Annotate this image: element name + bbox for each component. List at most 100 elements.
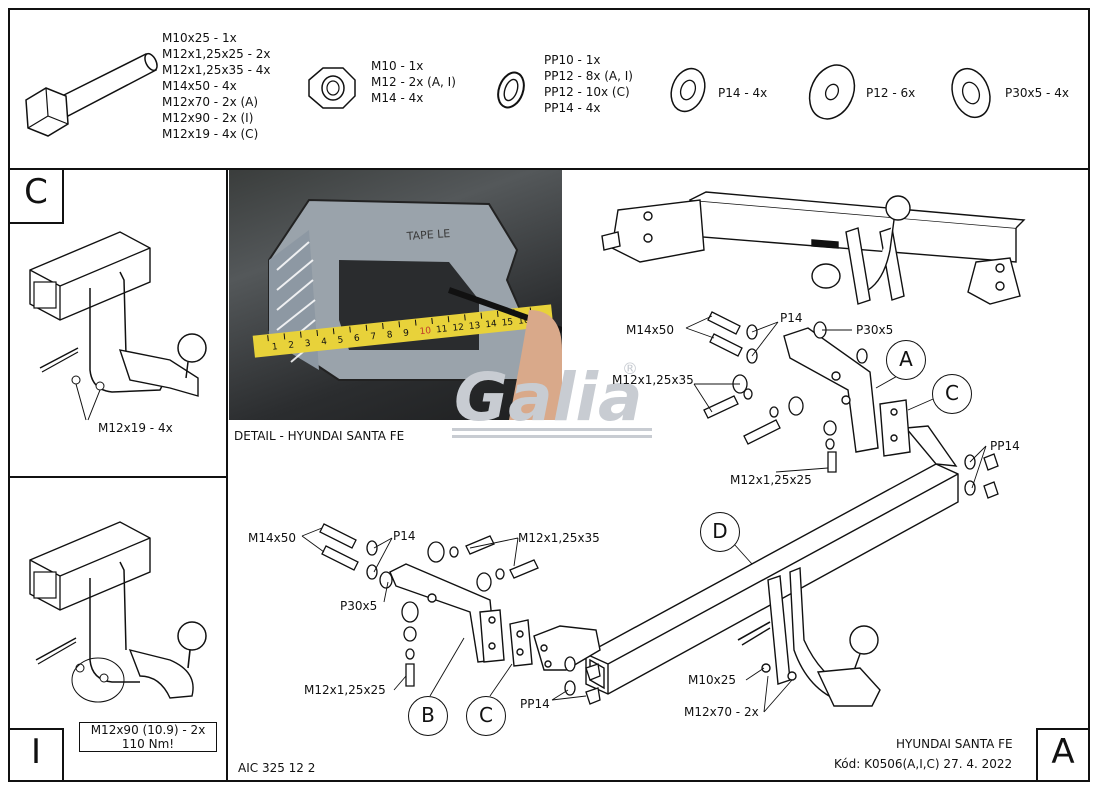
ruler-tick-label: 13: [468, 321, 480, 332]
bolt-spec: M14x50 - 4x: [162, 79, 237, 93]
bracket-a: [783, 327, 911, 457]
washer-p30-icon: [951, 67, 991, 119]
label-left-p30x5: P30x5: [340, 599, 378, 613]
kod-and-date: Kód: K0506(A,I,C) 27. 4. 2022: [834, 757, 1013, 771]
ruler-tick-label: 1: [272, 342, 279, 353]
detail-photo: TAPE LE 1234567891011121314151617: [229, 170, 562, 420]
leader-lines: [301, 315, 987, 713]
spring-washer-spec: PP12 - 8x (A, I): [544, 69, 633, 83]
variant-i-drawing: [29, 521, 207, 703]
ruler-tick-label: 8: [386, 330, 393, 341]
panel-i-torque-label: 110 Nm!: [121, 737, 175, 751]
callout-c-right: C: [932, 374, 972, 414]
nut-icon: [308, 67, 356, 109]
callout-a: A: [886, 340, 926, 380]
ruler-tick-mark: [480, 312, 483, 319]
ruler-tick-mark: [398, 321, 401, 328]
label-left-m14x50: M14x50: [248, 531, 296, 545]
ruler-tick-label: 11: [436, 324, 448, 335]
ruler-tick-mark: [332, 328, 335, 335]
registered-mark: ®: [622, 359, 638, 378]
ruler-tick-label: 14: [485, 319, 498, 330]
panel-i-bolt-label: M12x90 (10.9) - 2x: [90, 723, 206, 737]
ball-neck: [737, 566, 881, 707]
spring-washer-spec: PP14 - 4x: [544, 101, 601, 115]
ruler-tick-mark: [316, 329, 319, 337]
panel-c-bolt-label: M12x19 - 4x: [98, 421, 173, 435]
label-bottom-pp14: PP14: [520, 697, 550, 711]
label-m10x25: M10x25: [688, 673, 736, 687]
ruler-tick-mark: [447, 316, 450, 323]
ruler-tick-label: 6: [354, 334, 361, 345]
callout-c-bottom: C: [466, 696, 506, 736]
callout-d: D: [700, 512, 740, 552]
spring-washer-icon: [497, 71, 525, 109]
ruler-tick-label: 16: [518, 316, 531, 327]
ruler-tick-label: 2: [288, 340, 295, 351]
bolt-spec: M12x1,25x25 - 2x: [162, 47, 271, 61]
ruler-tick-mark: [464, 314, 466, 321]
panel-a-letter: A: [1036, 728, 1090, 782]
left-fasteners: [319, 523, 601, 705]
photo-stamp-text: TAPE LE: [405, 227, 450, 243]
nut-spec: M12 - 2x (A, I): [371, 75, 456, 89]
exploded-diagram: [301, 191, 1026, 713]
variant-c-drawing: [29, 231, 207, 421]
assembled-towbar: [601, 191, 1026, 305]
bolt-spec: M12x70 - 2x (A): [162, 95, 259, 109]
top-fasteners: [703, 311, 999, 499]
label-m12x70: M12x70 - 2x: [684, 705, 759, 719]
bolt-spec: M12x1,25x35 - 4x: [162, 63, 271, 77]
panel-c-letter: C: [8, 168, 64, 224]
measuring-tape: [252, 304, 554, 358]
spring-washer-spec: PP10 - 1x: [544, 53, 601, 67]
drawing-code: AIC 325 12 2: [238, 761, 316, 775]
ruler-tick-label: 15: [501, 317, 513, 328]
nut-spec: M10 - 1x: [371, 59, 424, 73]
label-top-pp14: PP14: [990, 439, 1020, 453]
label-left-p14: P14: [393, 529, 416, 543]
label-top-p30x5: P30x5: [856, 323, 894, 337]
label-top-m14x50: M14x50: [626, 323, 674, 337]
ruler-tick-mark: [300, 331, 302, 338]
ruler-tick-label: 5: [337, 335, 344, 346]
galia-logo: Galia ®: [452, 359, 652, 438]
ruler-tick-mark: [349, 326, 351, 333]
bolt-list: M10x25 - 1x M12x1,25x25 - 2x M12x1,25x35…: [162, 30, 271, 142]
vehicle-name: HYUNDAI SANTA FE: [896, 737, 1013, 751]
ruler-tick-mark: [267, 335, 269, 342]
panel-i-spec-box: M12x90 (10.9) - 2x 110 Nm!: [79, 722, 217, 752]
ruler-tick-mark: [431, 317, 433, 324]
ruler-ticks: 1234567891011121314151617: [267, 307, 547, 353]
ruler-tick-mark: [414, 319, 417, 326]
crossbar-d: [585, 425, 959, 695]
drawing-frame: [8, 8, 1090, 782]
label-top-p14: P14: [780, 311, 803, 325]
ruler-tick-label: 10: [419, 326, 432, 337]
ruler-tick-label: 12: [452, 323, 464, 334]
parts-divider: [8, 168, 1090, 170]
ruler-tick-label: 3: [304, 339, 311, 350]
bolt-spec: M10x25 - 1x: [162, 31, 237, 45]
bolt-icon: [25, 52, 158, 137]
ruler-tick-label: 7: [370, 332, 377, 343]
bolt-spec: M12x90 - 2x (I): [162, 111, 254, 125]
left-column-divider: [226, 168, 228, 782]
ruler-tick-mark: [365, 324, 368, 331]
washer-p12-label: P12 - 6x: [866, 86, 916, 100]
washer-p14-icon: [670, 67, 706, 113]
washer-p12-icon: [808, 64, 856, 120]
ruler-tick-label: 4: [321, 337, 328, 348]
label-left-m12x35: M12x1,25x35: [518, 531, 600, 545]
spring-washer-list: PP10 - 1x PP12 - 8x (A, I) PP12 - 10x (C…: [544, 52, 633, 116]
label-left-m12x25: M12x1,25x25: [304, 683, 386, 697]
washer-p30-label: P30x5 - 4x: [1005, 86, 1069, 100]
label-top-m12x35: M12x1,25x35: [612, 373, 694, 387]
callout-b: B: [408, 696, 448, 736]
detail-photo-art: TAPE LE 1234567891011121314151617: [252, 198, 562, 420]
spring-washer-spec: PP12 - 10x (C): [544, 85, 630, 99]
panel-i-letter: I: [8, 728, 64, 782]
nut-spec: M14 - 4x: [371, 91, 424, 105]
ruler-tick-mark: [382, 323, 384, 330]
ruler-tick-label: 9: [403, 328, 410, 339]
